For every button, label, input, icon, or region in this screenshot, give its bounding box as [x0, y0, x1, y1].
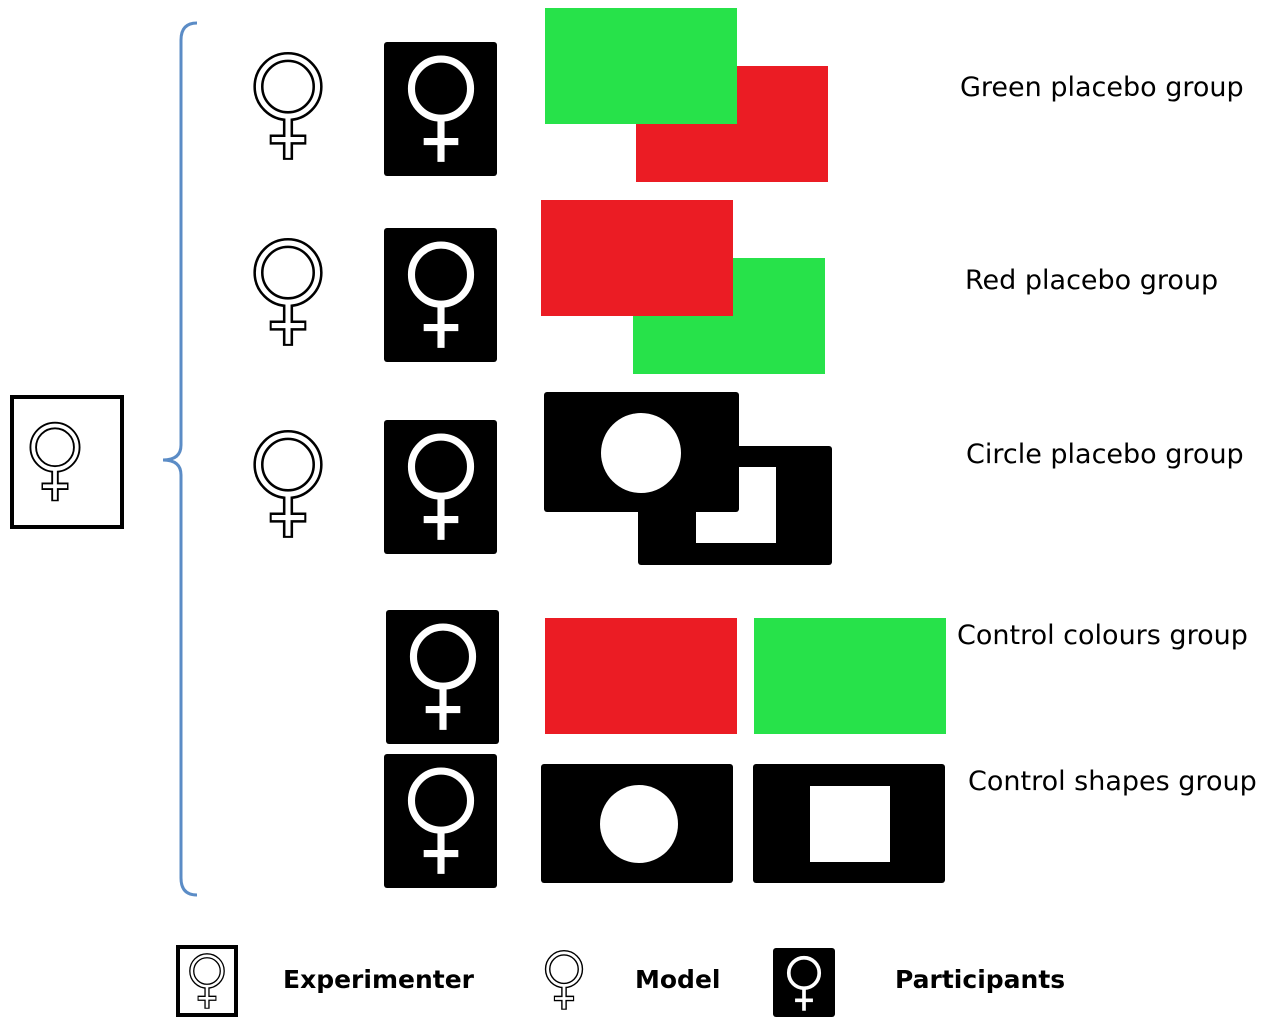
legend-participants [773, 948, 835, 1017]
experimenter-figure [10, 395, 124, 529]
female-symbol-outline-icon [548, 953, 581, 1010]
legend-experimenter [176, 945, 238, 1017]
group-row [258, 200, 825, 374]
red-rectangle [541, 200, 733, 316]
green-rectangle [754, 618, 946, 734]
group-label: Circle placebo group [966, 439, 1244, 470]
white-circle [601, 413, 681, 493]
group-row [386, 610, 946, 744]
legend-participants-label: Participants [895, 965, 1065, 994]
group-label: Red placebo group [965, 265, 1218, 296]
group-label: Control colours group [957, 620, 1248, 651]
female-symbol-outline-icon [258, 435, 317, 538]
female-symbol-outline-icon [258, 243, 317, 346]
group-rows [258, 8, 946, 888]
legend: Experimenter Model Participants [176, 945, 1065, 1017]
female-symbol-outline-icon [258, 57, 317, 160]
group-brace [162, 21, 198, 897]
white-circle [600, 785, 678, 863]
group-label: Control shapes group [968, 766, 1257, 797]
group-label: Green placebo group [960, 72, 1244, 103]
group-row [258, 392, 832, 565]
red-rectangle [545, 618, 737, 734]
group-row [258, 8, 828, 182]
legend-model-label: Model [635, 965, 720, 994]
green-rectangle [545, 8, 737, 124]
white-square [810, 786, 890, 862]
legend-experimenter-label: Experimenter [283, 965, 475, 994]
group-row [384, 754, 945, 888]
